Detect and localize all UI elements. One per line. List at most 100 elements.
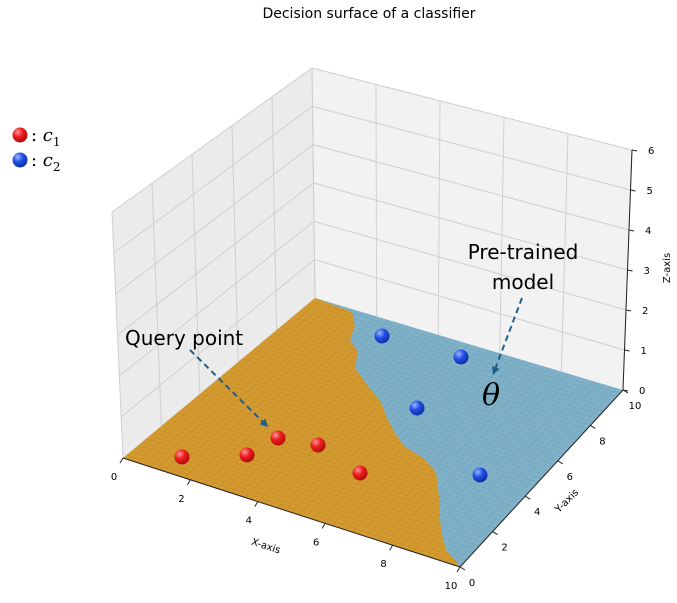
x-tick-label: 2 — [178, 494, 184, 505]
x-axis-label: X-axis — [250, 537, 282, 557]
floor-mesh-line — [276, 329, 591, 426]
class-c1-points — [174, 430, 368, 481]
floor-mesh-line — [324, 352, 501, 524]
floor-mesh-line — [237, 329, 420, 496]
floor-mesh-line — [238, 361, 558, 462]
floor-mesh-line — [338, 356, 513, 528]
back-pane-left — [112, 68, 315, 458]
floor-mesh-line — [218, 377, 542, 479]
floor-mesh-line — [372, 365, 544, 539]
pane-grid-line — [113, 105, 313, 254]
z-tick-label: 2 — [642, 306, 648, 317]
floor-mesh-line — [223, 325, 408, 491]
floor-mesh-line — [138, 444, 474, 554]
floor-mesh-line — [165, 422, 496, 529]
c2-point — [374, 328, 390, 344]
floor-mesh-line — [134, 448, 470, 557]
pane-grid-line — [312, 144, 630, 231]
floor-mesh-line — [257, 345, 575, 444]
y-tick-label: 4 — [534, 507, 540, 518]
floor-mesh-line — [399, 373, 568, 548]
floor-mesh-line — [161, 425, 493, 532]
floor-mesh-line — [226, 371, 549, 472]
c2-point — [472, 467, 488, 483]
y-tick-label: 6 — [567, 472, 573, 483]
floor-mesh-line — [277, 340, 457, 509]
floor-mesh-line — [241, 358, 562, 458]
y-tick-mark — [622, 389, 629, 394]
pane-grid-line — [311, 67, 633, 151]
y-axis-label: Y-axis — [553, 487, 582, 516]
floor-mesh-line — [245, 355, 565, 455]
floor-mesh-line — [298, 345, 476, 515]
pane-grid-line — [117, 182, 314, 336]
z-tick-label: 1 — [641, 346, 647, 357]
x-tick-label: 4 — [246, 516, 252, 527]
x-tick-label: 8 — [380, 559, 386, 570]
legend: : c1 : c2 — [12, 125, 61, 174]
y-tick-label: 10 — [629, 401, 642, 412]
z-tick-label: 0 — [639, 386, 645, 397]
x-tick-mark — [186, 479, 191, 486]
figure-title: Decision surface of a classifier — [262, 6, 475, 22]
floor-mesh-line — [405, 375, 574, 550]
floor-mesh-line — [280, 326, 594, 423]
y-tick-mark — [492, 531, 498, 536]
floor-mesh-line — [156, 306, 346, 470]
floor-mesh-line — [136, 301, 328, 463]
floor-mesh-line — [234, 364, 555, 465]
legend-symbol-c1: c — [43, 125, 53, 146]
legend-entry-c2: : c2 — [12, 150, 61, 174]
floor-mesh-line — [331, 354, 507, 526]
x-tick-mark — [321, 523, 326, 529]
floor-mesh-line — [378, 367, 550, 542]
floor-mesh-line — [351, 360, 525, 533]
pane-grid-line — [115, 144, 314, 295]
floor-mesh-line — [268, 336, 584, 433]
floor-mesh-line — [271, 338, 451, 507]
floor-mesh-line — [196, 318, 383, 483]
floor-region-c1 — [123, 298, 460, 567]
z-tick-label: 3 — [644, 266, 650, 277]
floor-mesh-line — [264, 336, 445, 504]
legend-entry-c1: : c1 — [12, 125, 61, 149]
floor-mesh-line — [385, 369, 556, 544]
floor-mesh-line — [145, 438, 480, 547]
c2-point — [453, 349, 469, 365]
floor-mesh-line — [142, 441, 477, 550]
floor-mesh-line — [426, 380, 593, 557]
pane-grid-line — [111, 67, 313, 213]
floor-mesh-line — [169, 310, 359, 474]
floor-mesh-line — [284, 341, 464, 511]
floor-mesh-line — [304, 347, 482, 518]
floor-mesh-line — [284, 323, 598, 419]
floor-mesh-line — [172, 416, 503, 522]
x-tick-label: 0 — [111, 472, 117, 483]
floor-mesh-line — [250, 332, 433, 500]
floor-mesh-line — [176, 412, 506, 518]
floor-mesh-line — [311, 300, 620, 394]
floor-mesh-line — [230, 368, 552, 469]
c2-point — [409, 400, 425, 416]
floor-mesh-line — [345, 358, 519, 531]
floor-mesh-line — [295, 313, 607, 408]
z-tick-label: 5 — [647, 186, 653, 197]
floor-mesh-line — [318, 351, 494, 522]
pane-grid-line — [314, 259, 625, 351]
floor-mesh-line — [264, 339, 581, 437]
theta-symbol: θ — [482, 378, 500, 413]
back-pane-right — [312, 68, 632, 390]
legend-marker-c2 — [12, 152, 28, 168]
class-c2-points — [374, 328, 488, 483]
c1-point — [352, 465, 368, 481]
floor-mesh-line — [188, 403, 516, 508]
floor-mesh-line — [439, 384, 605, 561]
floor-mesh-line — [149, 435, 483, 543]
y-tick-label: 2 — [501, 543, 507, 554]
z-tick-label: 4 — [645, 226, 651, 237]
floor-mesh-line — [222, 374, 545, 476]
floor-mesh-line — [291, 316, 604, 412]
floor-mesh-line — [157, 428, 490, 536]
